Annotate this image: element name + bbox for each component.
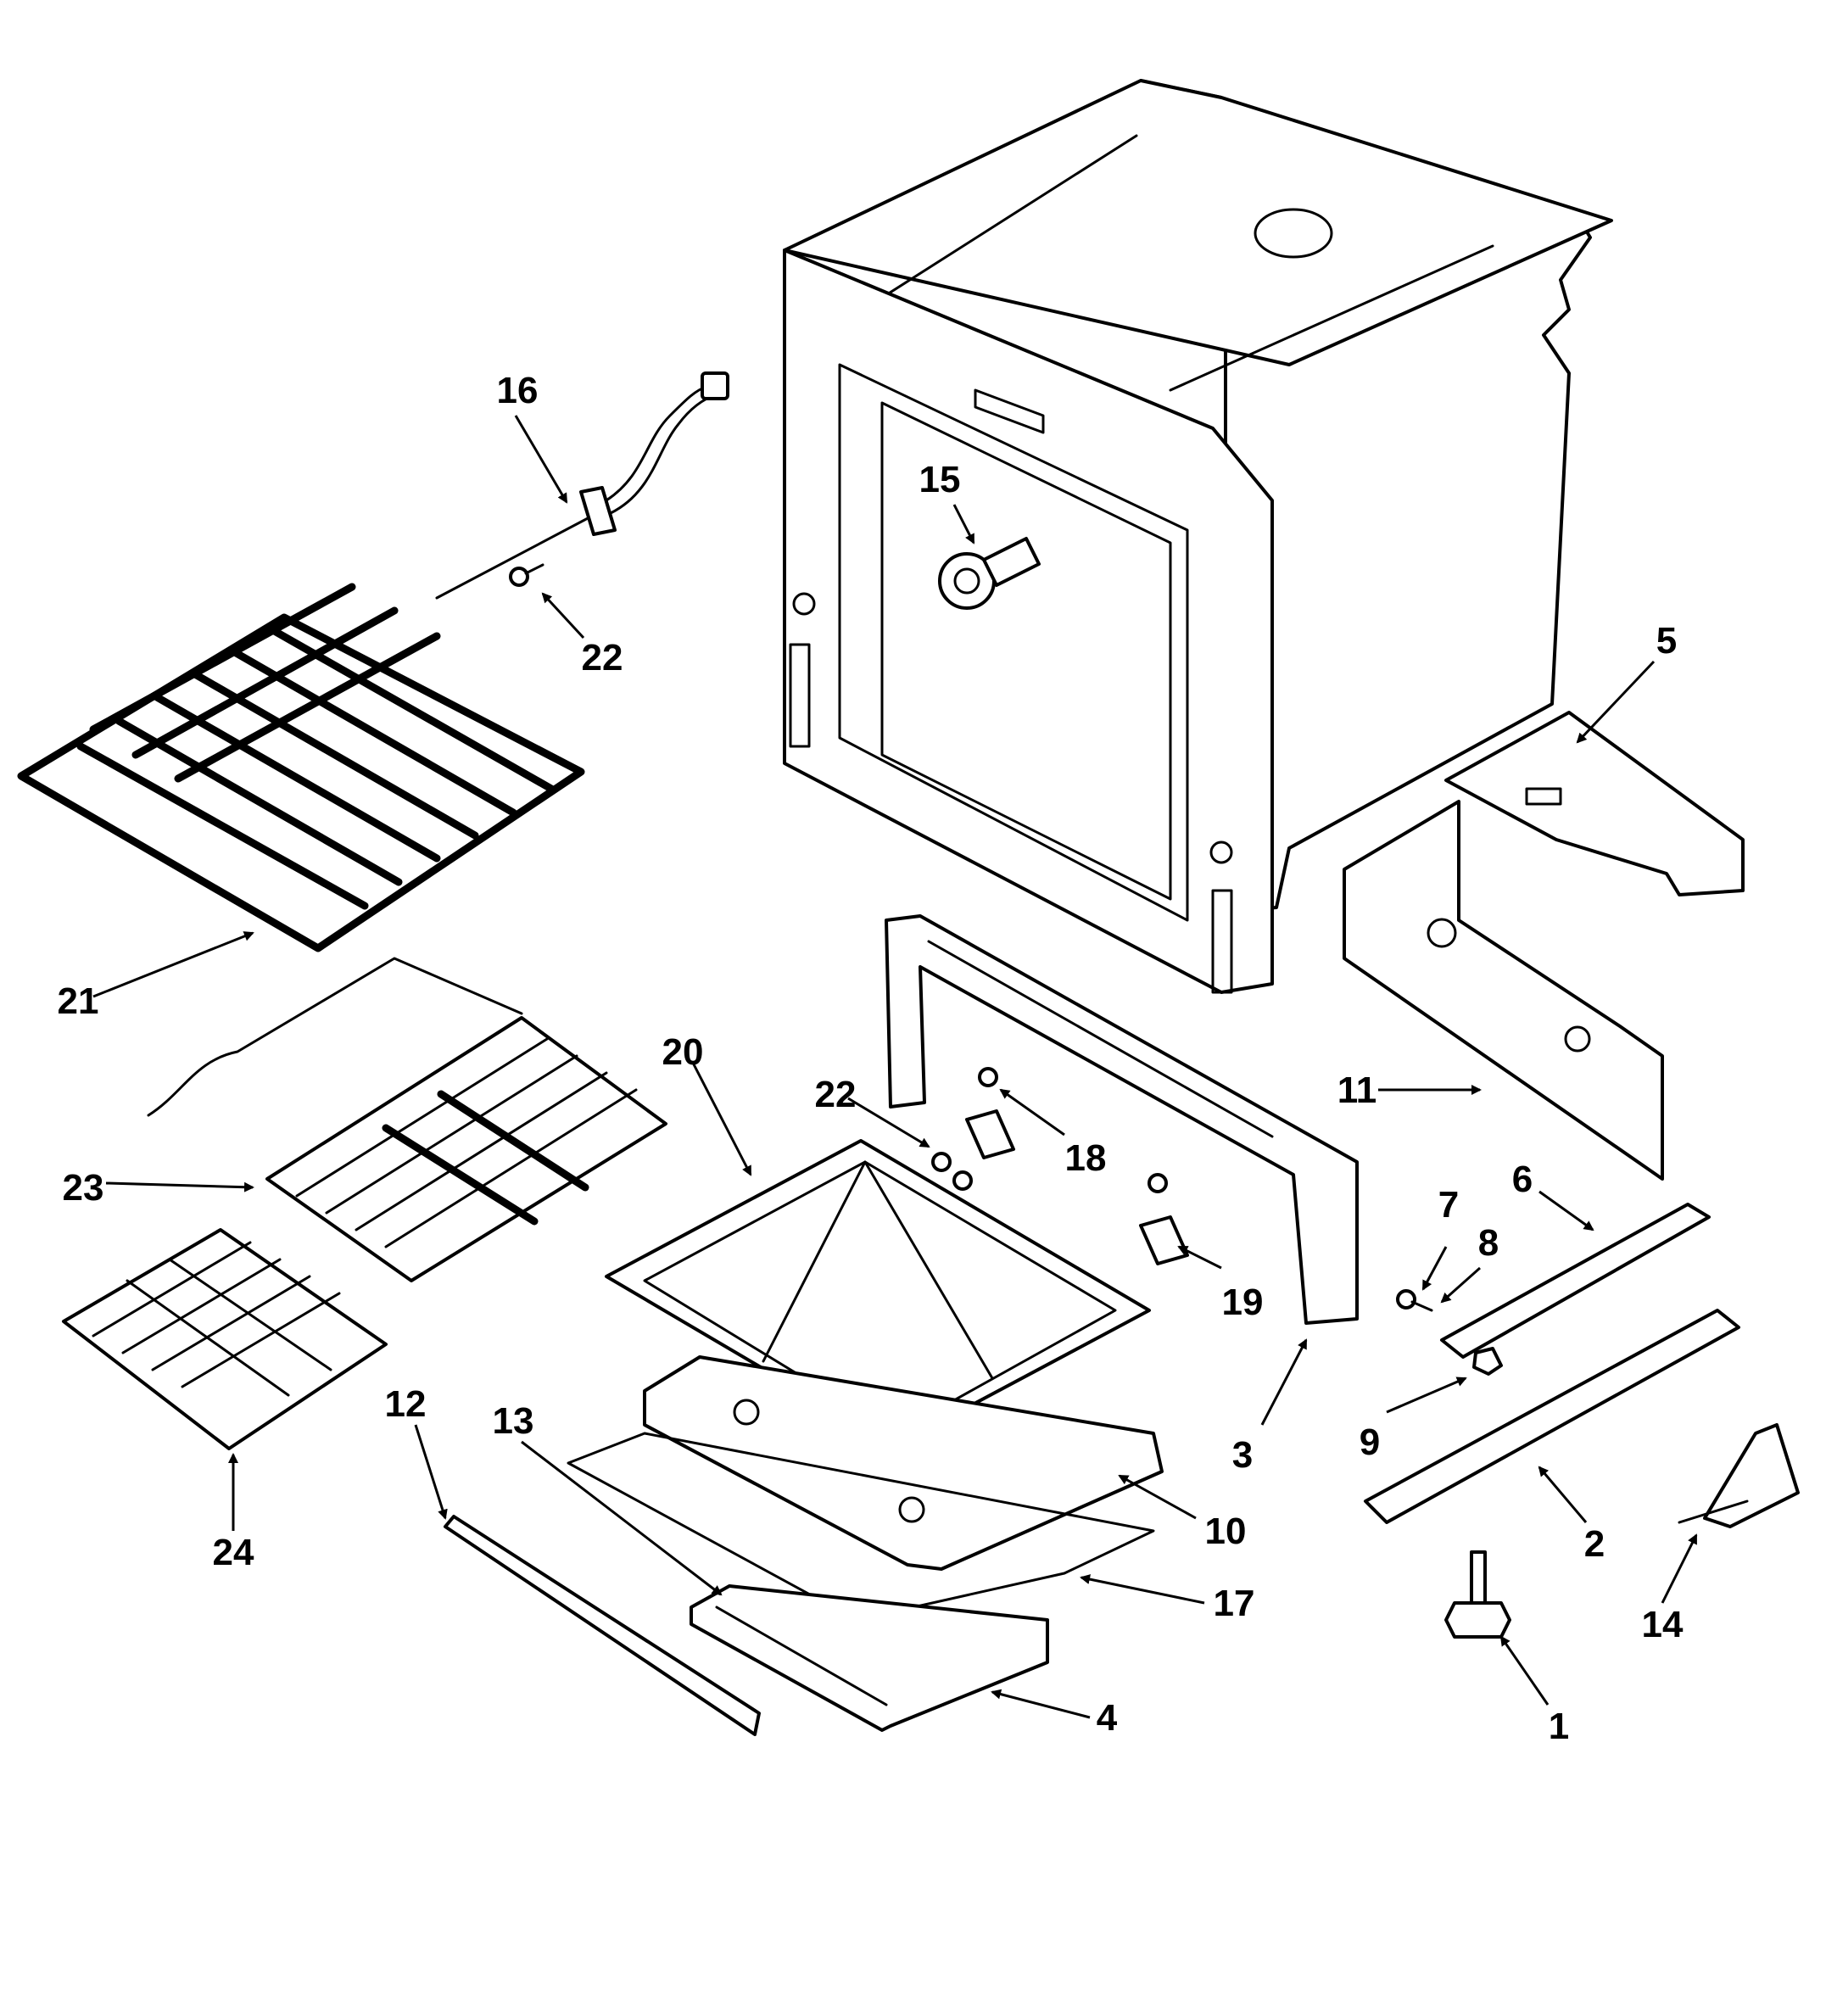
kick-strip bbox=[444, 1515, 761, 1736]
callout-24: 24 bbox=[213, 1532, 254, 1573]
front-frame bbox=[885, 914, 1359, 1325]
side-rail-upper bbox=[1440, 1203, 1711, 1359]
wire-rack bbox=[62, 1228, 388, 1450]
callout-8: 8 bbox=[1478, 1222, 1499, 1264]
oven-rack bbox=[17, 583, 585, 952]
fasteners-7-8-9 bbox=[1396, 1289, 1503, 1376]
callout-21: 21 bbox=[58, 980, 99, 1022]
callout-4: 4 bbox=[1097, 1697, 1118, 1739]
callout-13: 13 bbox=[493, 1400, 534, 1442]
callout-22-lower: 22 bbox=[815, 1074, 857, 1115]
offset-rack bbox=[147, 957, 667, 1282]
callout-10: 10 bbox=[1205, 1511, 1247, 1552]
oven-sensor bbox=[435, 371, 729, 600]
callout-17: 17 bbox=[1214, 1583, 1255, 1624]
convection-fan-motor bbox=[938, 537, 1041, 610]
callout-3: 3 bbox=[1232, 1434, 1253, 1476]
callout-16: 16 bbox=[497, 370, 539, 411]
callout-22-top: 22 bbox=[582, 637, 623, 679]
callout-11: 11 bbox=[1337, 1069, 1377, 1111]
callout-12: 12 bbox=[385, 1383, 427, 1425]
callout-7: 7 bbox=[1438, 1184, 1459, 1226]
callout-2: 2 bbox=[1584, 1523, 1605, 1565]
oven-cavity bbox=[783, 79, 1613, 994]
screw-top bbox=[509, 563, 544, 587]
callout-9: 9 bbox=[1360, 1421, 1380, 1463]
heat-shield bbox=[1343, 800, 1664, 1181]
rear-bracket bbox=[1444, 711, 1745, 896]
callout-labels: 16 15 22 5 21 20 22 18 11 23 19 7 8 6 3 … bbox=[58, 370, 1684, 1747]
callout-20: 20 bbox=[662, 1031, 704, 1073]
callout-23: 23 bbox=[63, 1167, 104, 1209]
callout-1: 1 bbox=[1549, 1706, 1569, 1747]
callout-15: 15 bbox=[919, 459, 961, 500]
broiler-pan-grid bbox=[643, 1355, 1164, 1571]
bracket-19 bbox=[1139, 1173, 1189, 1265]
callout-6: 6 bbox=[1512, 1159, 1533, 1200]
callout-5: 5 bbox=[1656, 620, 1677, 662]
leader-lines bbox=[92, 415, 1698, 1719]
screws-22-lower bbox=[931, 1152, 973, 1191]
callout-19: 19 bbox=[1222, 1282, 1264, 1323]
callout-14: 14 bbox=[1642, 1604, 1684, 1645]
drawer-bottom bbox=[690, 1584, 1049, 1732]
leveling-leg bbox=[1444, 1550, 1511, 1639]
callout-18: 18 bbox=[1065, 1137, 1107, 1179]
side-bracket bbox=[1678, 1423, 1800, 1528]
bracket-18 bbox=[965, 1067, 1015, 1159]
side-rail-lower bbox=[1364, 1309, 1740, 1524]
